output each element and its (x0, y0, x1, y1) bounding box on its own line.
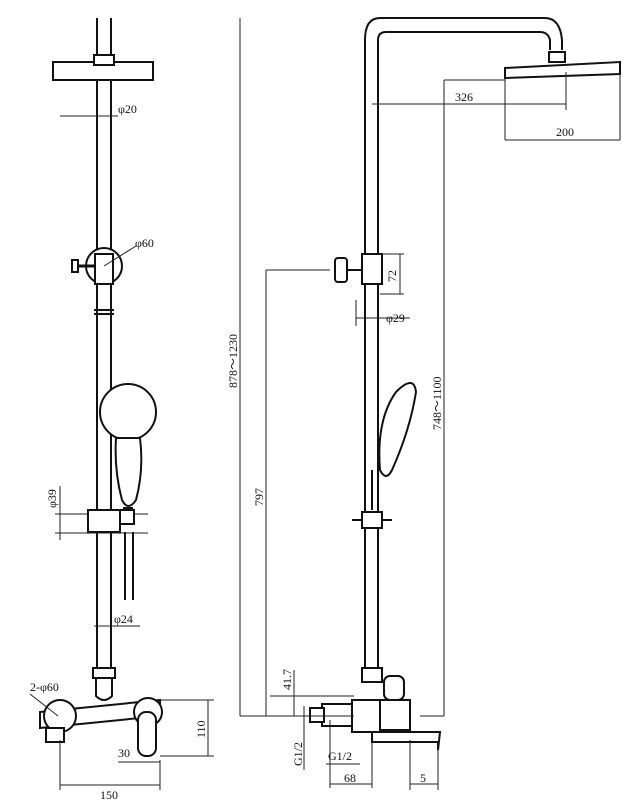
riser-outer (364, 17, 563, 670)
side-mixer-handle (379, 699, 411, 731)
slider-body (87, 509, 121, 533)
side-slider (361, 511, 383, 529)
side-inlet (321, 703, 353, 727)
holder-knob-cap (71, 259, 79, 273)
side-diverter-knob (383, 675, 405, 701)
front-view: φ20 φ60 φ39 φ24 2-φ60 (29, 18, 214, 802)
dim-valve-offset: 41.7 (280, 669, 294, 690)
slider-hook (119, 509, 135, 525)
riser-inner (377, 31, 551, 670)
holder-body (94, 253, 114, 285)
dim-holder-diameter: φ60 (135, 236, 154, 250)
dim-holder-size: 72 (385, 270, 399, 282)
dim-mixer-width: 150 (100, 788, 118, 802)
dim-slider-height: 797 (252, 488, 266, 506)
dim-leader (103, 245, 137, 267)
dim-total-height: 878～1230 (226, 334, 240, 388)
hand-shower-head (99, 383, 157, 441)
arm-connector (548, 51, 566, 63)
dim-mixer-depth: 30 (118, 746, 130, 760)
dim-head-width: 200 (556, 125, 574, 139)
side-holder-knob (334, 257, 348, 283)
lower-joint (92, 667, 116, 679)
dim-slider-diameter: φ39 (45, 489, 59, 508)
side-holder-body (361, 253, 383, 285)
side-view: 878～1230 797 200 326 748～1100 72 (226, 17, 621, 790)
dim-pipe-diameter: φ20 (118, 102, 137, 116)
side-lower-joint (361, 667, 383, 683)
hand-shower-handle (114, 437, 143, 507)
dim-head-reach: 326 (455, 90, 473, 104)
dim-mixer-height: 110 (194, 720, 208, 738)
side-inlet-cap (309, 707, 325, 723)
mixer-lever (137, 711, 157, 757)
dim-inlet-thread-right: G1/2 (328, 749, 352, 763)
dim-leader (29, 693, 59, 717)
head-connector (93, 54, 115, 66)
diverter (95, 677, 113, 701)
side-spout (371, 731, 442, 751)
left-inlet (45, 727, 65, 743)
dim-head-height: 748～1100 (430, 376, 444, 430)
dim-side-pipe-diameter: φ29 (386, 311, 405, 325)
dim-spout-drop: 5 (420, 771, 426, 785)
dim-escutcheon: 2-φ60 (30, 680, 59, 694)
rain-shower-head-side (504, 60, 621, 80)
dim-lower-pipe-diameter: φ24 (114, 612, 133, 626)
dim-spout-offset: 68 (344, 771, 356, 785)
side-mixer-body (351, 699, 381, 733)
dim-inlet-thread-left: G1/2 (291, 742, 305, 766)
side-hand-shower (378, 382, 418, 477)
